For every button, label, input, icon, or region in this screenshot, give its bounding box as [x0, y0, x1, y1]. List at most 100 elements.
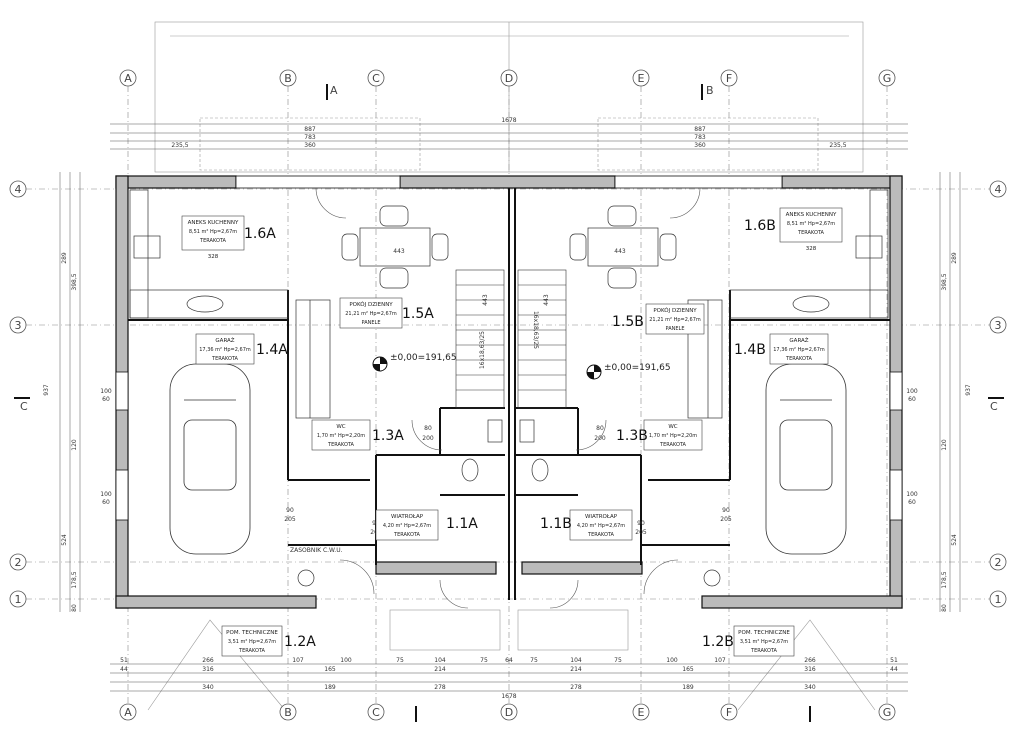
car-right [765, 363, 847, 555]
dim-bottom3-6: 340 [804, 684, 816, 691]
dim-bottom-10: 104 [570, 657, 582, 664]
stairs-right [517, 269, 567, 409]
dim-bottom3-1: 340 [202, 684, 214, 691]
kitchen-left [129, 189, 289, 319]
door-dim-8: 205 [720, 516, 732, 523]
door-dim-4: 200 [594, 435, 606, 442]
room-floor: PANELE [666, 326, 685, 332]
axis-label-3-left: 3 [15, 319, 22, 332]
sofa-right [687, 299, 723, 419]
context-lines [147, 21, 876, 711]
level-label-left: ±0,00=191,65 [390, 353, 457, 363]
section-mark-c-left: C [20, 400, 28, 413]
room-number: 1.1B [540, 516, 572, 532]
room-area-height: 17,36 m² Hp=2,67m [199, 347, 251, 353]
window-dim-3: 100 [906, 388, 918, 395]
dim-bottom2-8: 44 [890, 666, 898, 673]
room-floor: TERAKOTA [393, 532, 421, 538]
dim-side-5-left: 178,5 [71, 571, 78, 588]
dim-side-5-right: 178,5 [941, 571, 948, 588]
dim-side-6-left: 80 [71, 604, 78, 612]
axis-labels: A B C D E F G A B C D E F G 4 3 2 1 4 3 … [15, 72, 1002, 719]
section-mark-c-right: C [990, 400, 998, 413]
room-dim: 328 [208, 254, 219, 260]
room-label-box [769, 333, 829, 365]
room-label-box [311, 419, 371, 451]
room-name: POKÓJ DZIENNY [349, 301, 393, 308]
dim-half2-left: 783 [304, 134, 316, 141]
stairs-width-right: 443 [543, 294, 550, 306]
room-number: 1.5B [612, 314, 644, 330]
dim-overall-bottom: 1678 [501, 693, 516, 700]
room-label-box [375, 509, 439, 541]
dim-edge-right: 235,5 [829, 142, 846, 149]
stairs-width-left: 443 [482, 294, 489, 306]
dim-bottom3-3: 278 [434, 684, 446, 691]
stairs-label-left: 16x18,63/25 [479, 331, 486, 369]
dim-bottom-15: 51 [890, 657, 898, 664]
dim-half3-right: 360 [694, 142, 706, 149]
section-mark-a-top: A [330, 84, 338, 97]
axis-label-e-bottom: E [638, 706, 645, 719]
room-floor: PANELE [362, 320, 381, 326]
room-number: 1.2A [284, 634, 316, 650]
dim-side-3-right: 120 [941, 439, 948, 451]
axis-label-c-bottom: C [372, 706, 380, 719]
door-dim-12: 205 [635, 529, 647, 536]
room-name: GARAŻ [215, 337, 234, 344]
dim-bottom-14: 266 [804, 657, 816, 664]
table-dim-left: 443 [393, 248, 405, 255]
door-dim-7: 90 [722, 507, 730, 514]
dim-bottom2-7: 316 [804, 666, 816, 673]
dim-side-total-left: 937 [43, 384, 50, 396]
window-dim-2: 60 [102, 396, 110, 403]
axis-label-a-top: A [124, 72, 132, 85]
axis-label-4-left: 4 [15, 183, 22, 196]
door-dim-11: 90 [637, 520, 645, 527]
stairs-label-right: 16x18,63/25 [532, 311, 539, 349]
door-dim-2: 200 [422, 435, 434, 442]
axis-label-d-top: D [505, 72, 513, 85]
dim-bottom3-4: 278 [570, 684, 582, 691]
dim-overall-top: 1678 [501, 117, 516, 124]
room-label-box [221, 625, 283, 657]
dim-half-left: 887 [304, 126, 316, 133]
room-number: 1.6B [744, 218, 776, 234]
window-dim-4: 60 [908, 396, 916, 403]
sofa-left [295, 299, 331, 419]
dim-bottom-7: 75 [480, 657, 488, 664]
dim-bottom2-5: 214 [570, 666, 582, 673]
door-dim-6: 205 [284, 516, 296, 523]
dim-side-1-right: 289 [951, 252, 958, 264]
room-label-box [569, 509, 633, 541]
room-area-height: 17,36 m² Hp=2,67m [773, 347, 825, 353]
room-number: 1.5A [402, 306, 434, 322]
level-markers [372, 356, 602, 380]
axis-label-g-bottom: G [883, 706, 892, 719]
room-area-height: 1,70 m² Hp=2,20m [649, 433, 697, 439]
room-area-height: 3,51 m² Hp=2,67m [228, 639, 276, 645]
dimension-texts: 1678 887 887 783 783 360 360 235,5 235,5… [43, 117, 972, 700]
dining-set-right [569, 205, 677, 289]
dim-bottom-2: 266 [202, 657, 214, 664]
room-area-height: 1,70 m² Hp=2,20m [317, 433, 365, 439]
axis-label-f-bottom: F [726, 706, 732, 719]
door-swings [315, 187, 701, 609]
room-area-height: 8,51 m² Hp=2,67m [787, 221, 835, 227]
room-floor: TERAKOTA [659, 442, 687, 448]
section-marks: A B C C [14, 84, 1004, 722]
room-number: 1.3A [372, 428, 404, 444]
dim-bottom2-3: 165 [324, 666, 336, 673]
dim-bottom-5: 75 [396, 657, 404, 664]
dim-side-3-left: 120 [71, 439, 78, 451]
room-label-box [779, 207, 843, 243]
room-name: POKÓJ DZIENNY [653, 307, 697, 314]
room-name: WC [668, 424, 677, 430]
dim-bottom-3: 107 [292, 657, 304, 664]
